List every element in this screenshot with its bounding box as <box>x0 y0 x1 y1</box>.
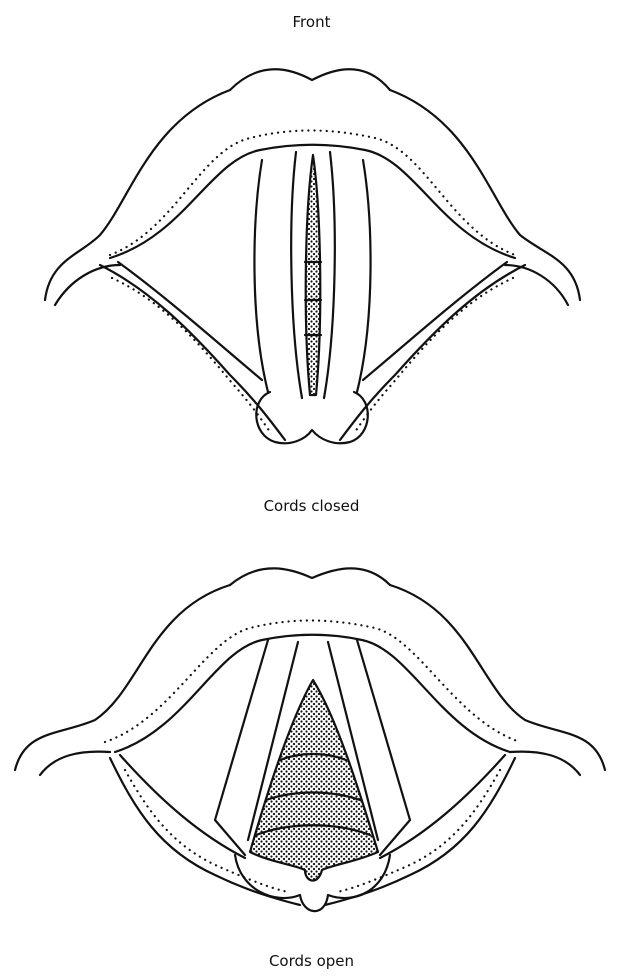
glottis-opening <box>250 680 378 881</box>
left-ventricle-line <box>120 755 245 858</box>
epiglottis-outline <box>15 585 230 775</box>
cords-open-label: Cords open <box>0 952 623 970</box>
right-ventricle-line <box>380 755 505 858</box>
epiglottis-top <box>230 568 390 585</box>
